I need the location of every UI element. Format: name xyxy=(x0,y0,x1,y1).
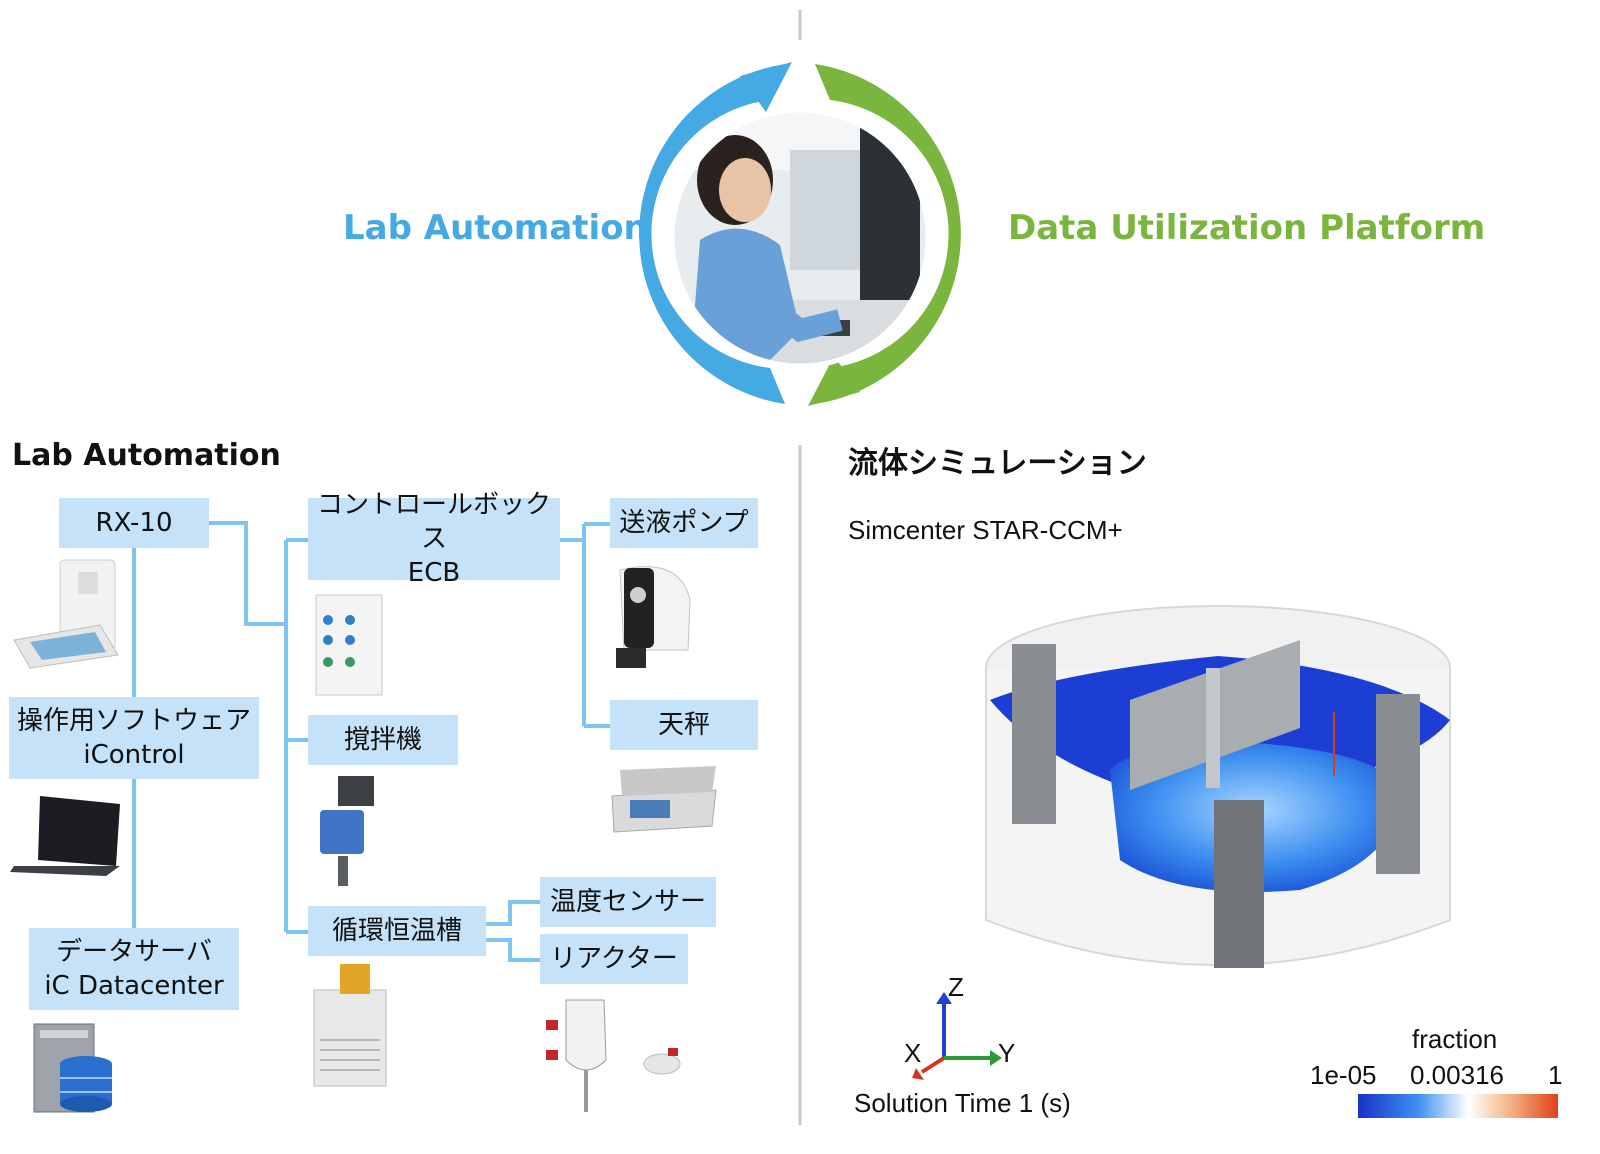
box-pump-label: 送液ポンプ xyxy=(619,508,749,538)
software-name: Simcenter STAR-CCM+ xyxy=(848,515,1123,545)
box-software-line2: iControl xyxy=(83,740,185,770)
pump-image xyxy=(616,566,691,668)
box-control-box-line1: コントロールボックス xyxy=(316,490,551,554)
box-balance-label: 天秤 xyxy=(657,710,710,740)
box-dataserver-line1: データサーバ xyxy=(56,937,212,967)
box-stirrer: 撹拌機 xyxy=(308,715,458,765)
colorbar-title: fraction xyxy=(1412,1024,1498,1054)
axis-triad xyxy=(912,992,1002,1080)
fluid-simulation-heading: 流体シミュレーション xyxy=(848,446,1147,481)
axis-label-z: Z xyxy=(948,972,964,1002)
colorbar-min: 1e-05 xyxy=(1310,1060,1377,1090)
box-temp-sensor: 温度センサー xyxy=(540,877,716,927)
cycle-label-lab-automation: Lab Automation xyxy=(343,208,648,248)
laptop-image xyxy=(10,796,120,876)
box-circulator: 循環恒温槽 xyxy=(308,906,486,956)
stirrer-image xyxy=(320,776,374,886)
box-circulator-label: 循環恒温槽 xyxy=(331,916,462,946)
circulator-image xyxy=(313,964,387,1087)
box-rx10: RX-10 xyxy=(59,498,209,548)
box-rx10-label: RX-10 xyxy=(95,508,173,538)
box-software: 操作用ソフトウェア iControl xyxy=(9,697,259,779)
colorbar-max: 1 xyxy=(1548,1060,1563,1090)
solution-time: Solution Time 1 (s) xyxy=(854,1088,1071,1118)
colorbar-gradient xyxy=(1358,1094,1558,1118)
box-balance: 天秤 xyxy=(610,700,758,750)
box-reactor: リアクター xyxy=(540,934,688,984)
box-temp-sensor-label: 温度センサー xyxy=(549,887,706,917)
box-stirrer-label: 撹拌機 xyxy=(343,725,422,755)
reactor-image xyxy=(546,999,681,1112)
rx10-device-image xyxy=(13,559,119,669)
operator-photo xyxy=(674,112,926,364)
box-control-box-line2: ECB xyxy=(407,558,461,588)
box-software-line1: 操作用ソフトウェア xyxy=(16,706,251,736)
lab-automation-heading: Lab Automation xyxy=(12,438,281,473)
axis-label-x: X xyxy=(904,1038,922,1068)
box-dataserver-line2: iC Datacenter xyxy=(44,971,224,1001)
box-pump: 送液ポンプ xyxy=(610,498,758,548)
colorbar-mid: 0.00316 xyxy=(1410,1060,1504,1090)
server-image xyxy=(33,1023,112,1113)
connector-lines xyxy=(132,521,610,962)
box-control-box: コントロールボックス ECB xyxy=(308,490,560,588)
control-box-image xyxy=(315,594,383,696)
box-reactor-label: リアクター xyxy=(550,944,678,974)
cycle-arrow-blue xyxy=(639,62,792,404)
cfd-simulation-image xyxy=(985,605,1451,968)
axis-label-y: Y xyxy=(998,1038,1016,1068)
cycle-label-data-platform: Data Utilization Platform xyxy=(1008,208,1486,248)
cycle-arrow-green xyxy=(808,64,961,406)
balance-image xyxy=(611,766,717,833)
box-dataserver: データサーバ iC Datacenter xyxy=(29,928,239,1010)
